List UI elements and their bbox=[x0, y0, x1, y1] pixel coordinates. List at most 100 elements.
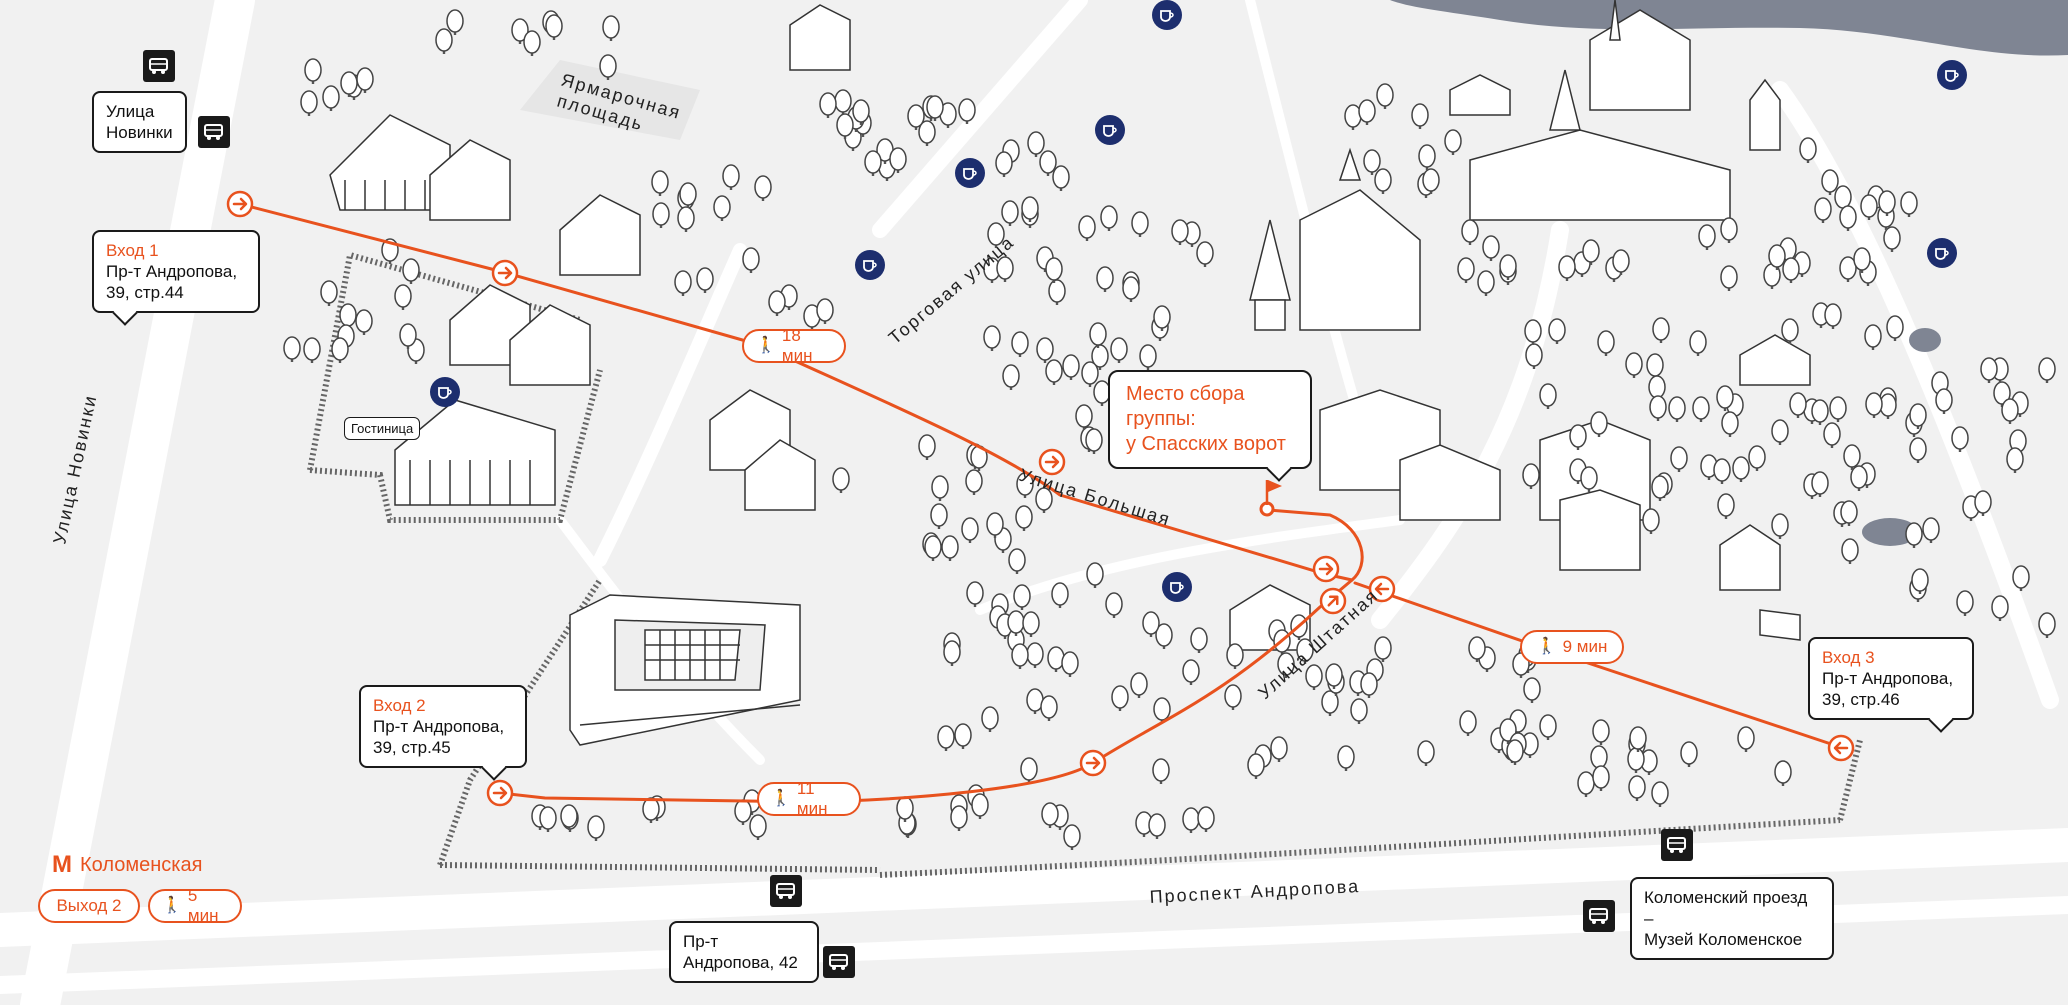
tree bbox=[1692, 396, 1710, 423]
tree bbox=[941, 535, 959, 562]
bus-stop-andropova-42-callout[interactable]: Пр-т Андропова, 42 bbox=[669, 921, 819, 983]
route-arrow-icon bbox=[486, 779, 514, 807]
tree bbox=[1627, 747, 1645, 774]
bus-icon[interactable] bbox=[143, 50, 175, 82]
tree bbox=[1717, 493, 1735, 520]
tree bbox=[742, 247, 760, 274]
tree bbox=[1506, 739, 1524, 766]
entrance-2-callout[interactable]: Вход 2 Пр-т Андропова, 39, стр.45 bbox=[359, 685, 527, 768]
tree bbox=[322, 85, 340, 112]
tree bbox=[1592, 765, 1610, 792]
coffee-cup-icon[interactable] bbox=[1937, 60, 1967, 90]
tree bbox=[1011, 331, 1029, 358]
tree bbox=[1048, 279, 1066, 306]
tree bbox=[1273, 629, 1291, 656]
tree bbox=[1418, 144, 1436, 171]
tree bbox=[651, 170, 669, 197]
tree bbox=[1350, 698, 1368, 725]
tree bbox=[1720, 265, 1738, 292]
coffee-cup-icon[interactable] bbox=[1152, 0, 1182, 30]
tree bbox=[1548, 318, 1566, 345]
coffee-cup-icon[interactable] bbox=[1927, 238, 1957, 268]
tree bbox=[303, 337, 321, 364]
tree bbox=[1002, 364, 1020, 391]
bus-stop-novinki-callout[interactable]: Улица Новинки bbox=[92, 91, 187, 153]
tree bbox=[1670, 446, 1688, 473]
tree bbox=[864, 150, 882, 177]
bus-icon[interactable] bbox=[770, 875, 802, 907]
tree bbox=[1771, 513, 1789, 540]
tree bbox=[768, 290, 786, 317]
tree bbox=[1026, 642, 1044, 669]
coffee-cup-icon[interactable] bbox=[855, 250, 885, 280]
tree bbox=[1651, 781, 1669, 808]
tree bbox=[1305, 664, 1323, 691]
tree bbox=[961, 517, 979, 544]
bus-icon[interactable] bbox=[198, 116, 230, 148]
bus-stop-andropova-42-line-1: Пр-т bbox=[683, 932, 719, 951]
tree bbox=[1036, 337, 1054, 364]
tree bbox=[1171, 219, 1189, 246]
tree bbox=[1013, 584, 1031, 611]
tree bbox=[1020, 757, 1038, 784]
coffee-cup-icon[interactable] bbox=[1162, 572, 1192, 602]
tree bbox=[1131, 211, 1149, 238]
tree bbox=[754, 175, 772, 202]
tree bbox=[1081, 361, 1099, 388]
tree bbox=[722, 164, 740, 191]
entrance-3-callout[interactable]: Вход 3 Пр-т Андропова, 39, стр.46 bbox=[1808, 637, 1974, 720]
tree bbox=[1721, 411, 1739, 438]
meeting-point-callout[interactable]: Место сбора группы: у Спасских ворот bbox=[1108, 370, 1312, 469]
tree bbox=[1190, 627, 1208, 654]
tree bbox=[1864, 324, 1882, 351]
tree bbox=[1823, 422, 1841, 449]
coffee-cup-icon[interactable] bbox=[1095, 115, 1125, 145]
tree bbox=[304, 58, 322, 85]
tree bbox=[1089, 322, 1107, 349]
bus-stop-kolomensky-callout[interactable]: Коломенский проезд – Музей Коломенское bbox=[1630, 877, 1834, 960]
tree bbox=[1022, 611, 1040, 638]
tree bbox=[834, 89, 852, 116]
bus-icon[interactable] bbox=[823, 946, 855, 978]
tree bbox=[1051, 582, 1069, 609]
tree bbox=[713, 195, 731, 222]
tree bbox=[950, 805, 968, 832]
tree bbox=[971, 793, 989, 820]
tree bbox=[819, 92, 837, 119]
walk-time-route-2: 🚶 11 мин bbox=[757, 779, 861, 818]
bus-icon[interactable] bbox=[1583, 900, 1615, 932]
bus-stop-andropova-42-line-2: Андропова, 42 bbox=[683, 953, 798, 972]
walk-time-route-3-label: 9 мин bbox=[1562, 637, 1608, 656]
bus-stop-novinki-line-2: Новинки bbox=[106, 123, 173, 142]
tree bbox=[1197, 806, 1215, 833]
metro-station[interactable]: M Коломенская bbox=[52, 851, 202, 879]
walking-person-icon: 🚶 bbox=[162, 897, 182, 914]
entrance-2-address-line-1: Пр-т Андропова, bbox=[373, 717, 505, 736]
tree bbox=[1482, 235, 1500, 262]
tree bbox=[1748, 445, 1766, 472]
tree bbox=[1075, 404, 1093, 431]
hotel-label[interactable]: Гостиница bbox=[344, 417, 421, 440]
tree bbox=[1642, 508, 1660, 535]
buildings bbox=[329, 0, 1811, 746]
coffee-cup-icon[interactable] bbox=[430, 377, 460, 407]
tree bbox=[924, 535, 942, 562]
tree bbox=[1668, 396, 1686, 423]
metro-exit-pill[interactable]: Выход 2 bbox=[38, 889, 140, 923]
bus-stop-kolomensky-line-2: Музей Коломенское bbox=[1644, 930, 1803, 949]
bus-icon[interactable] bbox=[1661, 829, 1693, 861]
entrance-1-callout[interactable]: Вход 1 Пр-т Андропова, 39, стр.44 bbox=[92, 230, 260, 313]
tree bbox=[966, 581, 984, 608]
entrance-2-title: Вход 2 bbox=[373, 696, 426, 715]
tree bbox=[1680, 741, 1698, 768]
coffee-cup-icon[interactable] bbox=[955, 158, 985, 188]
tree bbox=[1865, 392, 1883, 419]
tree bbox=[2038, 357, 2056, 384]
tree bbox=[1713, 458, 1731, 485]
tree bbox=[1539, 383, 1557, 410]
tree bbox=[1922, 517, 1940, 544]
tree bbox=[1110, 337, 1128, 364]
tree bbox=[1651, 475, 1669, 502]
tree bbox=[1628, 775, 1646, 802]
tree bbox=[1841, 538, 1859, 565]
